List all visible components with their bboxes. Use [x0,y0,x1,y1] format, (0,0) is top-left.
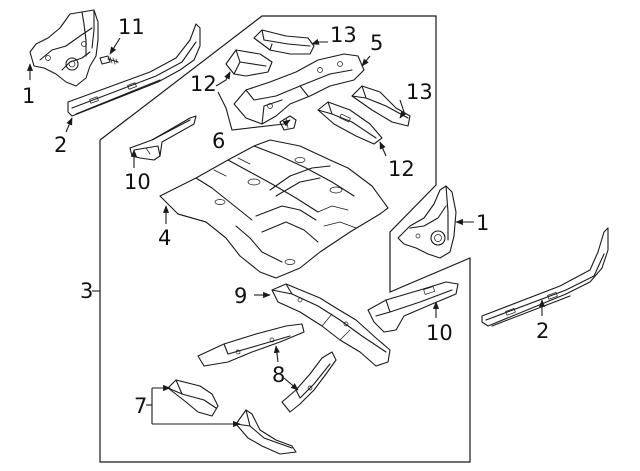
callout-4: 4 [158,226,171,250]
part-8-lower-bracket [281,351,337,413]
part-4-floor-pan [159,139,389,279]
part-13-top-crossmember [253,29,315,55]
part-12-lower-bracket [317,101,383,145]
part-2-left-sill-rail [67,23,201,117]
assembly-frame [99,15,471,463]
callout-11: 11 [118,15,145,39]
callout-leaders [26,37,546,428]
callout-6: 6 [212,129,225,153]
part-1-right-side-panel [397,185,457,259]
callout-13-right: 13 [406,80,433,104]
callout-12-right: 12 [388,157,415,181]
callout-5: 5 [370,31,383,55]
part-2-right-sill-rail [481,227,609,327]
part-10-right-bracket [367,281,459,333]
callout-9: 9 [234,284,247,308]
part-7-upper-bracket [167,379,219,417]
callout-12-top: 12 [190,72,217,96]
callout-10-left: 10 [124,170,151,194]
callout-3: 3 [80,279,93,303]
callout-7: 7 [134,394,147,418]
part-10-left-bracket [129,115,197,161]
part-9-crossmember [271,283,391,367]
part-5-upper-crossmember [233,53,365,125]
part-1-left-side-panel [29,9,99,87]
callout-13-top: 13 [330,23,357,47]
callout-8: 8 [272,363,285,387]
callout-10-right: 10 [426,321,453,345]
part-8-upper-bracket [197,323,305,367]
part-6-clip [279,115,297,131]
callout-labels: 1 11 2 12 13 5 13 6 12 10 4 1 3 9 10 2 8… [22,15,549,418]
part-7-lower-bracket [235,409,297,455]
callout-1-right: 1 [476,211,489,235]
callout-1-left: 1 [22,84,35,108]
part-11-bolt [99,55,119,65]
callout-2-left: 2 [54,133,67,157]
part-13-right-bracket [351,85,411,127]
callout-2-right: 2 [536,319,549,343]
part-12-upper-bracket [225,49,273,77]
